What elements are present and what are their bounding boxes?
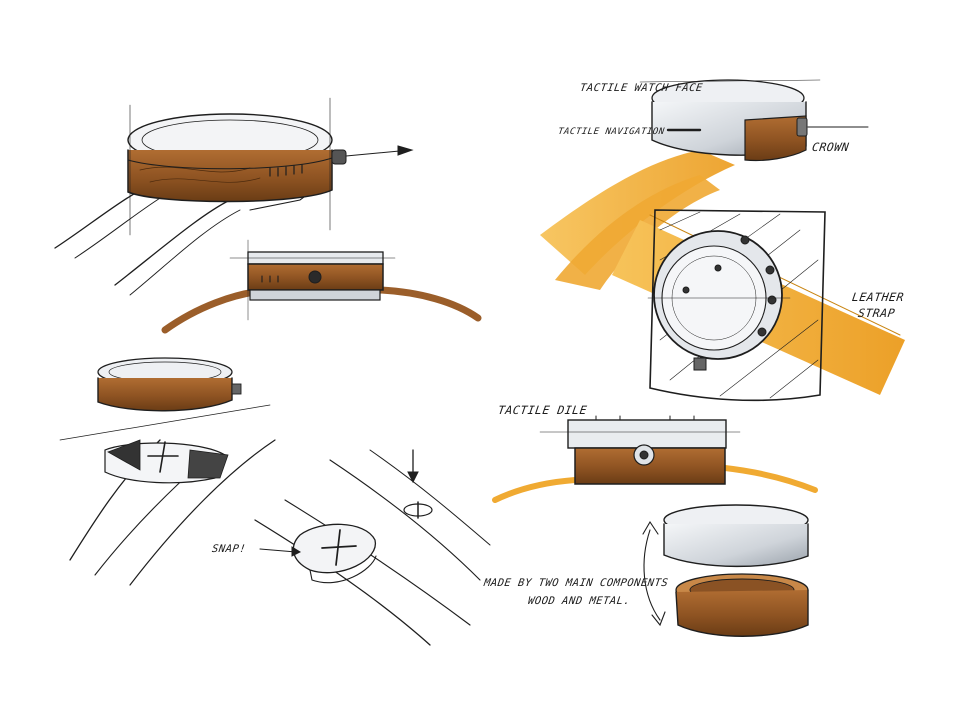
- annotation-leather: LEATHER: [851, 290, 905, 304]
- annotation-snap: SNAP!: [211, 543, 247, 555]
- annotation-crown: CROWN: [811, 140, 851, 154]
- snap-strap-sketch: [254, 449, 491, 646]
- watch-module-sketch: [59, 357, 276, 586]
- annotation-components-line2: WOOD AND METAL.: [527, 595, 632, 607]
- watch-side-view-sketch: [161, 239, 482, 334]
- watch-components-sketch: [642, 504, 809, 637]
- annotation-tactile-dile: TACTILE DILE: [497, 403, 589, 417]
- annotation-components-line1: MADE BY TWO MAIN COMPONENTS: [483, 577, 670, 589]
- annotation-tactile-navigation: TACTILE NAVIGATION: [557, 127, 666, 137]
- annotation-strap: STRAP: [857, 306, 897, 320]
- watch-perspective-sketch: [54, 97, 414, 296]
- annotation-tactile-watch-face: TACTILE WATCH FACE: [579, 82, 704, 94]
- watch-front-view-sketch: [612, 209, 905, 402]
- watch-tactile-side-sketch: [492, 415, 818, 503]
